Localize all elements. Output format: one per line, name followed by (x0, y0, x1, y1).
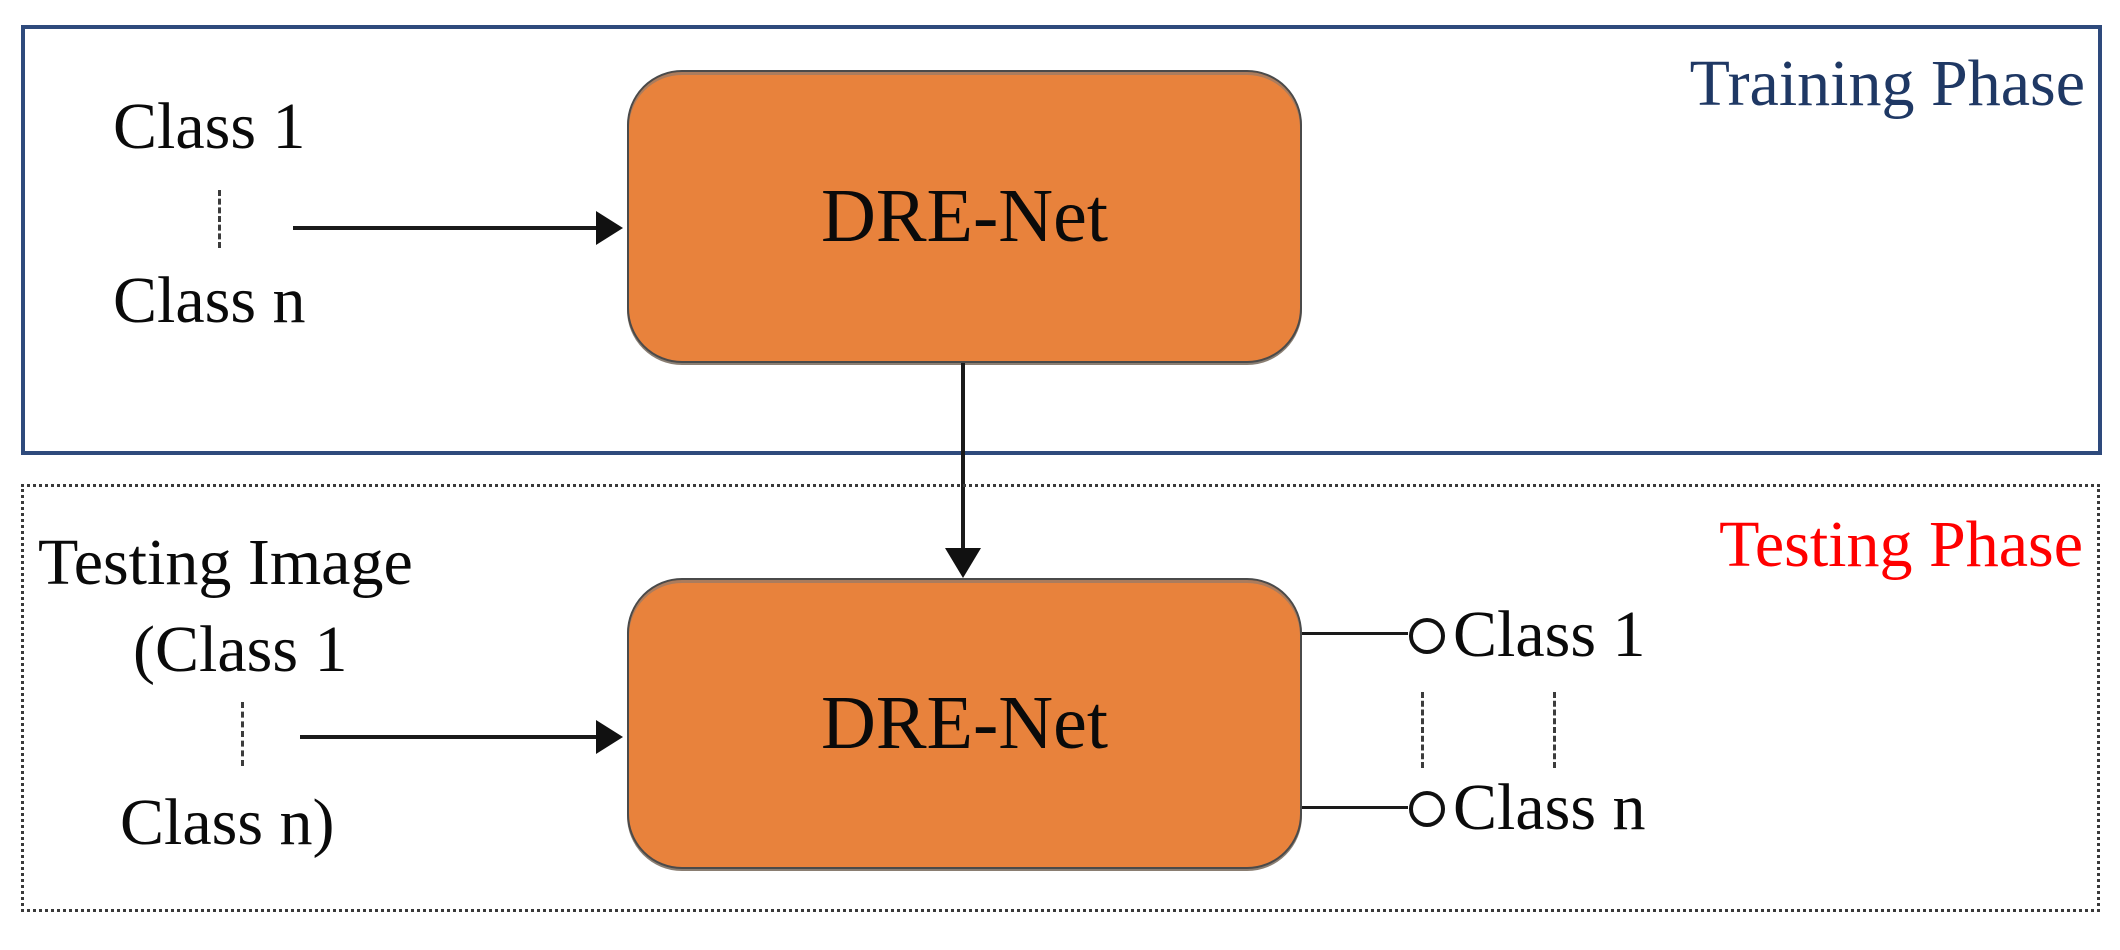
arrowhead-right-icon (596, 211, 623, 245)
testing-input-arrow-line (300, 735, 598, 739)
vertical-ellipsis-icon (218, 190, 221, 248)
training-input-class-1: Class 1 (113, 90, 306, 163)
phase-transfer-arrow-line (961, 363, 965, 551)
vertical-ellipsis-icon (1421, 692, 1424, 768)
arrowhead-down-icon (945, 548, 981, 578)
training-phase-label: Training Phase (1689, 47, 2085, 120)
training-phase-box (21, 25, 2102, 455)
testing-phase-box (21, 484, 2100, 912)
arrowhead-right-icon (596, 720, 623, 754)
testing-dre-net-node: DRE-Net (627, 578, 1302, 869)
testing-node-label: DRE-Net (820, 681, 1109, 765)
output-terminal-circle-icon (1409, 791, 1445, 827)
testing-phase-label: Testing Phase (1719, 508, 2083, 581)
output-terminal-circle-icon (1409, 618, 1445, 654)
testing-output-class-1: Class 1 (1453, 598, 1646, 671)
vertical-ellipsis-icon (1553, 692, 1556, 768)
training-node-label: DRE-Net (820, 174, 1109, 258)
training-dre-net-node: DRE-Net (627, 70, 1302, 363)
vertical-ellipsis-icon (241, 702, 244, 766)
testing-input-title: Testing Image (38, 526, 413, 599)
training-input-arrow-line (293, 226, 598, 230)
testing-output-class-n: Class n (1453, 771, 1646, 844)
output-line-class-n (1302, 806, 1408, 809)
output-line-class-1 (1302, 632, 1408, 635)
testing-input-class-n: Class n) (120, 786, 335, 859)
testing-input-class-1: (Class 1 (133, 613, 348, 686)
training-input-class-n: Class n (113, 264, 306, 337)
